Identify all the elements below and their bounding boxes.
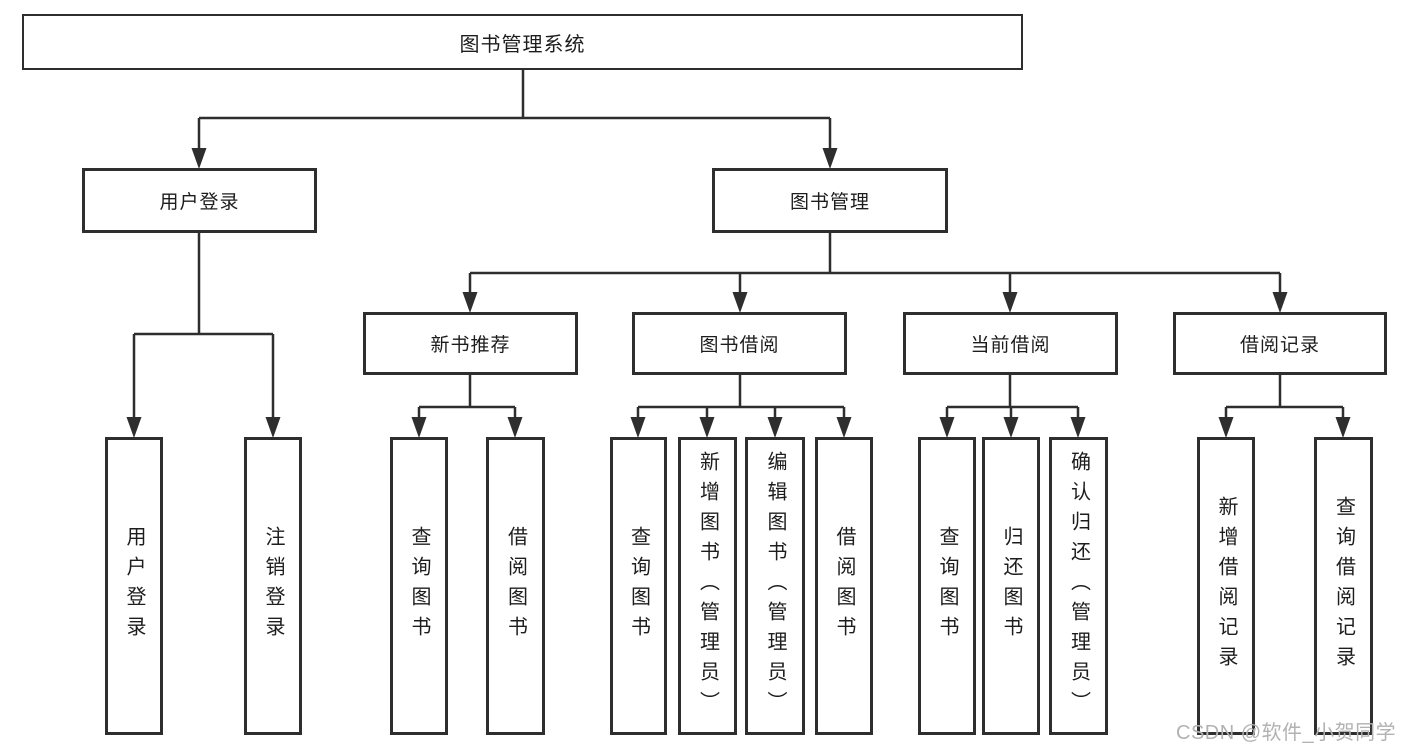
leaf-query-books-borrow-label: 查询图书: [627, 526, 650, 646]
leaf-query-books-borrow: 查询图书: [610, 437, 667, 735]
connector-line: [945, 375, 1080, 419]
connector-line: [197, 70, 832, 150]
leaf-return-books: 归还图书: [982, 437, 1040, 735]
node-library-system: 图书管理系统: [22, 14, 1023, 70]
arrow-down-icon: [732, 292, 748, 313]
arrow-down-icon: [1003, 417, 1019, 438]
leaf-user-login-label: 用户登录: [123, 526, 145, 646]
connector-user-login-to-leaves: [126, 233, 281, 438]
connector-current-borrow-to-leaves: [939, 375, 1086, 438]
leaf-borrow-books-recommend: 借阅图书: [486, 437, 545, 735]
leaf-borrow-books: 借阅图书: [815, 437, 873, 735]
arrow-down-icon: [939, 417, 955, 438]
leaf-confirm-return-admin-label: 确认归还（管理员）: [1067, 451, 1090, 721]
leaf-user-login: 用户登录: [105, 437, 163, 735]
leaf-logout-login-label: 注销登录: [262, 526, 284, 646]
arrow-down-icon: [462, 292, 478, 313]
node-current-borrow: 当前借阅: [903, 312, 1118, 375]
leaf-add-borrow-record: 新增借阅记录: [1197, 437, 1255, 735]
arrow-down-icon: [1335, 417, 1351, 438]
connector-root-to-level1: [191, 70, 838, 169]
node-book-borrow: 图书借阅: [632, 312, 847, 375]
connector-book-management-to-level2: [462, 233, 1288, 313]
leaf-edit-books-admin-label: 编辑图书（管理员）: [764, 451, 786, 721]
node-book-management: 图书管理: [712, 168, 948, 233]
connector-new-book-recommend-to-leaves: [411, 375, 523, 438]
leaf-borrow-books-label: 借阅图书: [833, 526, 855, 646]
arrow-down-icon: [822, 148, 838, 169]
leaf-logout-login: 注销登录: [244, 437, 302, 735]
connector-book-borrow-to-leaves: [630, 375, 852, 438]
arrow-down-icon: [836, 417, 852, 438]
leaf-add-books-admin: 新增图书（管理员）: [678, 437, 737, 735]
arrow-down-icon: [507, 417, 523, 438]
node-borrow-records: 借阅记录: [1173, 312, 1387, 375]
leaf-query-books-recommend: 查询图书: [390, 437, 448, 735]
connector-line: [417, 375, 517, 419]
arrow-down-icon: [1272, 292, 1288, 313]
arrow-down-icon: [191, 148, 207, 169]
arrow-down-icon: [630, 417, 646, 438]
watermark: CSDN @软件_小贺同学: [1176, 722, 1397, 744]
arrow-down-icon: [1218, 417, 1234, 438]
connector-line: [636, 375, 846, 419]
node-user-login: 用户登录: [82, 168, 317, 233]
arrow-down-icon: [265, 417, 281, 438]
arrow-down-icon: [699, 417, 715, 438]
leaf-return-books-label: 归还图书: [1000, 526, 1022, 646]
leaf-add-books-admin-label: 新增图书（管理员）: [696, 451, 719, 721]
leaf-borrow-books-recommend-label: 借阅图书: [504, 526, 527, 646]
leaf-query-books-recommend-label: 查询图书: [408, 526, 430, 646]
arrow-down-icon: [411, 417, 427, 438]
leaf-query-books-current: 查询图书: [918, 437, 976, 735]
connector-line: [468, 233, 1282, 294]
node-new-book-recommend: 新书推荐: [363, 312, 578, 375]
arrow-down-icon: [1002, 292, 1018, 313]
leaf-query-borrow-record: 查询借阅记录: [1314, 437, 1373, 735]
connector-line: [1224, 375, 1345, 419]
leaf-query-books-current-label: 查询图书: [936, 526, 958, 646]
arrow-down-icon: [767, 417, 783, 438]
leaf-query-borrow-record-label: 查询借阅记录: [1332, 496, 1355, 676]
leaf-edit-books-admin: 编辑图书（管理员）: [745, 437, 805, 735]
arrow-down-icon: [1070, 417, 1086, 438]
leaf-confirm-return-admin: 确认归还（管理员）: [1049, 437, 1108, 735]
arrow-down-icon: [126, 417, 142, 438]
connector-borrow-records-to-leaves: [1218, 375, 1351, 438]
connector-line: [132, 233, 275, 419]
leaf-add-borrow-record-label: 新增借阅记录: [1215, 496, 1237, 676]
